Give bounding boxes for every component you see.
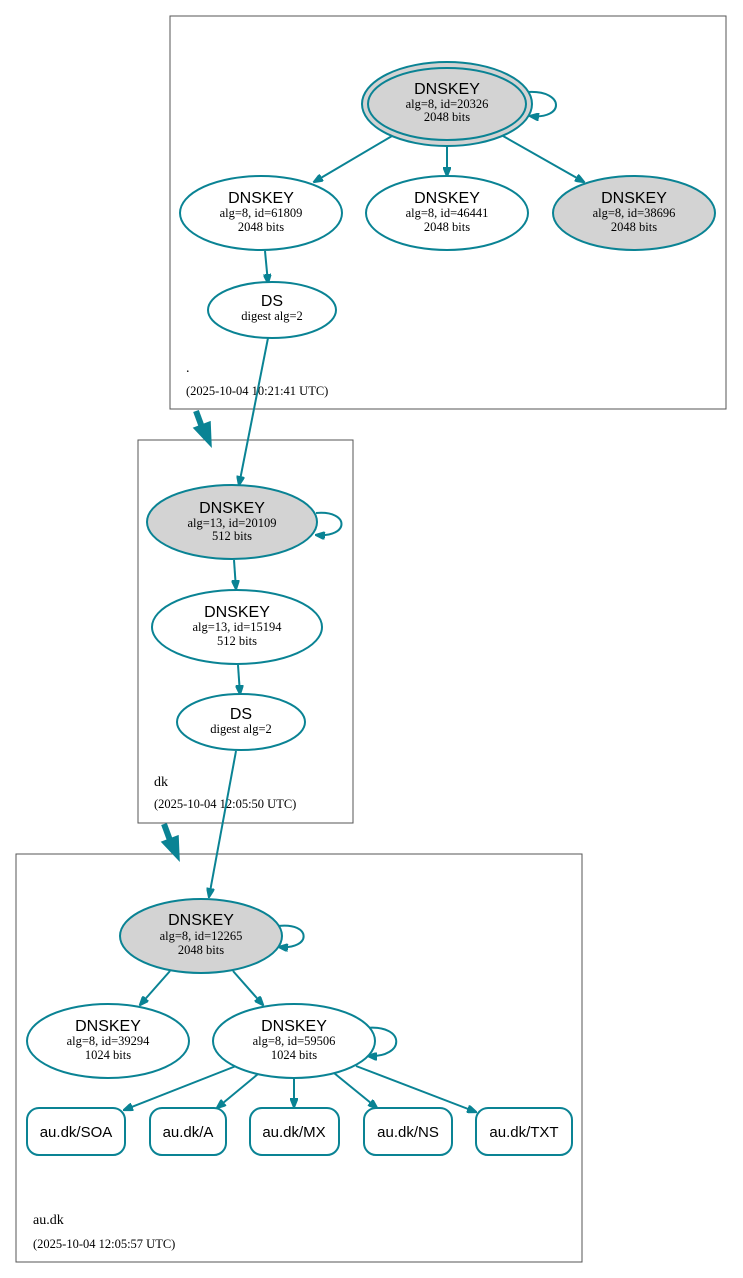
node-audk-zsk-59506-type: DNSKEY bbox=[261, 1018, 327, 1035]
edge-zsk-to-txt bbox=[355, 1065, 476, 1112]
edge-zsk-to-soa bbox=[124, 1065, 237, 1110]
node-dk-ds: DS digest alg=2 bbox=[176, 693, 306, 751]
zone-root-label: . bbox=[186, 361, 190, 376]
node-audk-zsk-59506-bits: 1024 bits bbox=[271, 1048, 317, 1062]
zone-dk-label: dk bbox=[154, 775, 168, 790]
node-root-ds-type: DS bbox=[261, 293, 283, 310]
node-audk-zsk-59506: DNSKEY alg=8, id=59506 1024 bits bbox=[212, 1003, 376, 1079]
node-root-ksk: DNSKEY alg=8, id=20326 2048 bits bbox=[361, 61, 533, 147]
zone-dk-timestamp: (2025-10-04 12:05:50 UTC) bbox=[154, 797, 296, 811]
zone-audk-label: au.dk bbox=[33, 1213, 64, 1228]
edge-audk-ksk-self bbox=[278, 924, 305, 948]
node-root-zsk-61809-type: DNSKEY bbox=[228, 190, 294, 207]
edges bbox=[124, 90, 584, 1112]
node-audk-zsk-59506-detail: alg=8, id=59506 bbox=[253, 1034, 336, 1048]
edge-dk-ksk-to-zsk bbox=[234, 559, 236, 589]
edge-root-ksk-to-61809 bbox=[314, 135, 393, 182]
node-audk-key-39294-detail: alg=8, id=39294 bbox=[67, 1034, 151, 1048]
delegation-dk-to-audk bbox=[160, 822, 180, 862]
edge-dk-zsk-to-ds bbox=[238, 664, 240, 694]
node-root-zsk-46441: DNSKEY alg=8, id=46441 2048 bits bbox=[365, 175, 529, 251]
rrset-txt-label: au.dk/TXT bbox=[489, 1124, 558, 1141]
node-root-zsk-38696-detail: alg=8, id=38696 bbox=[593, 206, 676, 220]
node-audk-ksk-type: DNSKEY bbox=[168, 912, 234, 929]
node-dk-ksk-bits: 512 bits bbox=[212, 529, 252, 543]
edge-dk-ds-to-audk-ksk bbox=[209, 750, 237, 897]
rrset-ns-label: au.dk/NS bbox=[377, 1124, 439, 1141]
edge-audk-ksk-to-59506 bbox=[232, 970, 263, 1005]
node-root-ksk-type: DNSKEY bbox=[414, 81, 480, 98]
node-audk-ksk-detail: alg=8, id=12265 bbox=[160, 929, 243, 943]
edge-zsk-to-ns bbox=[333, 1072, 377, 1108]
edge-61809-to-ds bbox=[265, 250, 268, 283]
edge-audk-zsk-self bbox=[365, 1026, 398, 1056]
edge-root-ksk-to-38696 bbox=[502, 135, 584, 182]
node-root-zsk-46441-bits: 2048 bits bbox=[424, 220, 470, 234]
rrset-soa-label: au.dk/SOA bbox=[40, 1124, 113, 1141]
node-audk-ksk: DNSKEY alg=8, id=12265 2048 bits bbox=[119, 898, 283, 974]
node-root-zsk-61809-bits: 2048 bits bbox=[238, 220, 284, 234]
rrset-mx-label: au.dk/MX bbox=[262, 1124, 325, 1141]
node-root-zsk-46441-type: DNSKEY bbox=[414, 190, 480, 207]
node-root-ksk-detail: alg=8, id=20326 bbox=[406, 97, 489, 111]
node-dk-ds-detail: digest alg=2 bbox=[210, 722, 272, 736]
node-dk-zsk-type: DNSKEY bbox=[204, 604, 270, 621]
node-audk-key-39294-bits: 1024 bits bbox=[85, 1048, 131, 1062]
rrset-mx: au.dk/MX bbox=[249, 1107, 340, 1156]
edge-audk-ksk-to-39294 bbox=[140, 970, 171, 1005]
rrset-txt: au.dk/TXT bbox=[475, 1107, 573, 1156]
node-dk-zsk-bits: 512 bits bbox=[217, 634, 257, 648]
rrset-ns: au.dk/NS bbox=[363, 1107, 453, 1156]
node-root-zsk-38696: DNSKEY alg=8, id=38696 2048 bits bbox=[552, 175, 716, 251]
node-audk-key-39294-type: DNSKEY bbox=[75, 1018, 141, 1035]
delegation-root-to-dk bbox=[192, 409, 212, 448]
node-dk-ksk-detail: alg=13, id=20109 bbox=[187, 516, 276, 530]
zone-audk-timestamp: (2025-10-04 12:05:57 UTC) bbox=[33, 1237, 175, 1251]
node-dk-zsk-detail: alg=13, id=15194 bbox=[192, 620, 282, 634]
node-root-zsk-38696-type: DNSKEY bbox=[601, 190, 667, 207]
rrset-a: au.dk/A bbox=[149, 1107, 227, 1156]
edge-root-ksk-self bbox=[527, 90, 557, 116]
node-audk-key-39294: DNSKEY alg=8, id=39294 1024 bits bbox=[26, 1003, 190, 1079]
node-dk-ksk-type: DNSKEY bbox=[199, 500, 265, 517]
node-root-zsk-61809-detail: alg=8, id=61809 bbox=[220, 206, 303, 220]
node-dk-ds-type: DS bbox=[230, 706, 252, 723]
node-audk-ksk-bits: 2048 bits bbox=[178, 943, 224, 957]
edge-root-ds-to-dk-ksk bbox=[239, 337, 269, 485]
edge-dk-ksk-self bbox=[316, 511, 343, 535]
edge-zsk-to-a bbox=[217, 1073, 259, 1108]
node-dk-ksk: DNSKEY alg=13, id=20109 512 bits bbox=[146, 484, 318, 560]
rrset-a-label: au.dk/A bbox=[163, 1124, 214, 1141]
node-root-ds-detail: digest alg=2 bbox=[241, 309, 303, 323]
node-root-zsk-46441-detail: alg=8, id=46441 bbox=[406, 206, 489, 220]
node-root-ds: DS digest alg=2 bbox=[207, 281, 337, 339]
node-root-ksk-bits: 2048 bits bbox=[424, 110, 470, 124]
node-root-zsk-38696-bits: 2048 bits bbox=[611, 220, 657, 234]
node-dk-zsk: DNSKEY alg=13, id=15194 512 bits bbox=[151, 589, 323, 665]
rrset-soa: au.dk/SOA bbox=[26, 1107, 126, 1156]
node-root-zsk-61809: DNSKEY alg=8, id=61809 2048 bits bbox=[179, 175, 343, 251]
